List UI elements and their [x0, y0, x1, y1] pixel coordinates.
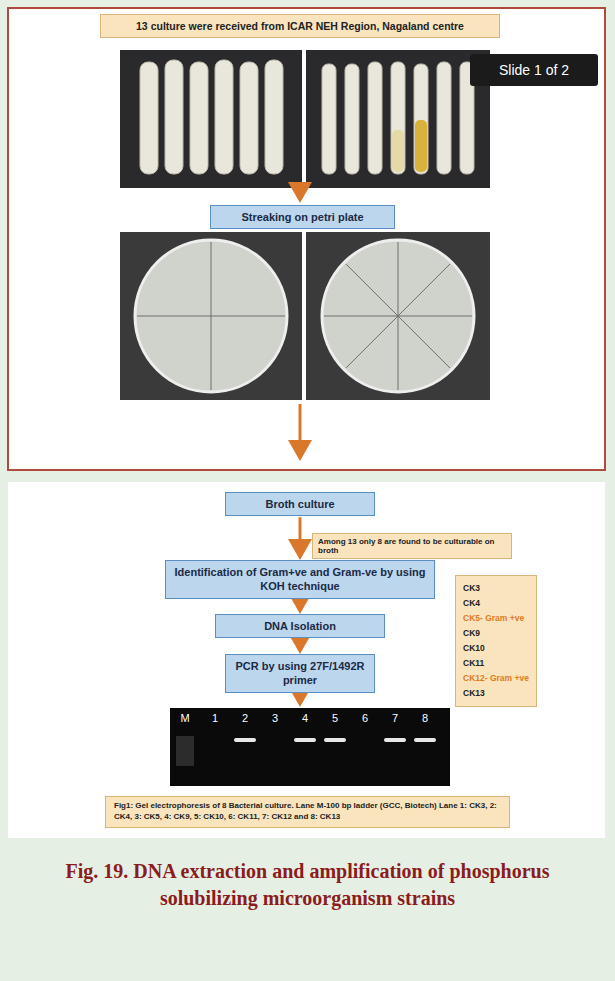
node-text: 13 culture were received from ICAR NEH R… — [107, 20, 493, 32]
lane-label: 4 — [295, 712, 315, 724]
node-text: CK3 — [463, 581, 529, 596]
node-text: CK13 — [463, 686, 529, 701]
petri-plate-photo — [120, 232, 490, 400]
process-box: PCR by using 27F/1492R primer — [225, 654, 375, 693]
lane-label: 1 — [205, 712, 225, 724]
flow-arrow — [299, 639, 302, 651]
node-text: CK5- Gram +ve — [463, 611, 529, 626]
lane-label: 6 — [355, 712, 375, 724]
bottom-panel — [8, 482, 605, 838]
node-text: CK11 — [463, 656, 529, 671]
node-text: Broth culture — [232, 497, 368, 511]
process-box: DNA Isolation — [215, 614, 385, 638]
lane-label: M — [175, 712, 195, 724]
heading-box: 13 culture were received from ICAR NEH R… — [100, 14, 500, 38]
node-text: Slide 1 of 2 — [480, 62, 588, 78]
node-text: Fig1: Gel electrophoresis of 8 Bacterial… — [114, 801, 501, 823]
note-box: Among 13 only 8 are found to be culturab… — [312, 533, 512, 559]
tube-photo — [120, 50, 490, 188]
lane-label: 7 — [385, 712, 405, 724]
layout-arrow — [299, 190, 302, 458]
node-text: Identification of Gram+ve and Gram-ve by… — [172, 565, 428, 594]
slide-badge: Slide 1 of 2 — [470, 54, 598, 86]
lane-label: 8 — [415, 712, 435, 724]
figure-caption-box: Fig1: Gel electrophoresis of 8 Bacterial… — [105, 796, 510, 828]
top-panel — [8, 8, 605, 470]
gel-image — [170, 708, 450, 786]
node-text: Among 13 only 8 are found to be culturab… — [318, 537, 506, 555]
layout-arrow — [299, 694, 302, 704]
node-text: CK9 — [463, 626, 529, 641]
process-box: Broth culture — [225, 492, 375, 516]
figure-caption: Fig. 19. DNA extraction and amplificatio… — [20, 858, 595, 912]
node-text: PCR by using 27F/1492R primer — [232, 659, 368, 688]
list-box: CK3CK4CK5- Gram +veCK9CK10CK11CK12- Gram… — [455, 575, 537, 707]
node-text: CK4 — [463, 596, 529, 611]
process-box: Identification of Gram+ve and Gram-ve by… — [165, 560, 435, 599]
node-text: CK12- Gram +ve — [463, 671, 529, 686]
flow-arrow — [299, 600, 302, 611]
lane-label: 2 — [235, 712, 255, 724]
process-box: Streaking on petri plate — [210, 205, 395, 229]
node-text: DNA Isolation — [222, 619, 378, 633]
node-text: CK10 — [463, 641, 529, 656]
lane-label: 3 — [265, 712, 285, 724]
flow-arrow — [299, 517, 302, 557]
lane-label: 5 — [325, 712, 345, 724]
node-text: Streaking on petri plate — [217, 210, 388, 224]
